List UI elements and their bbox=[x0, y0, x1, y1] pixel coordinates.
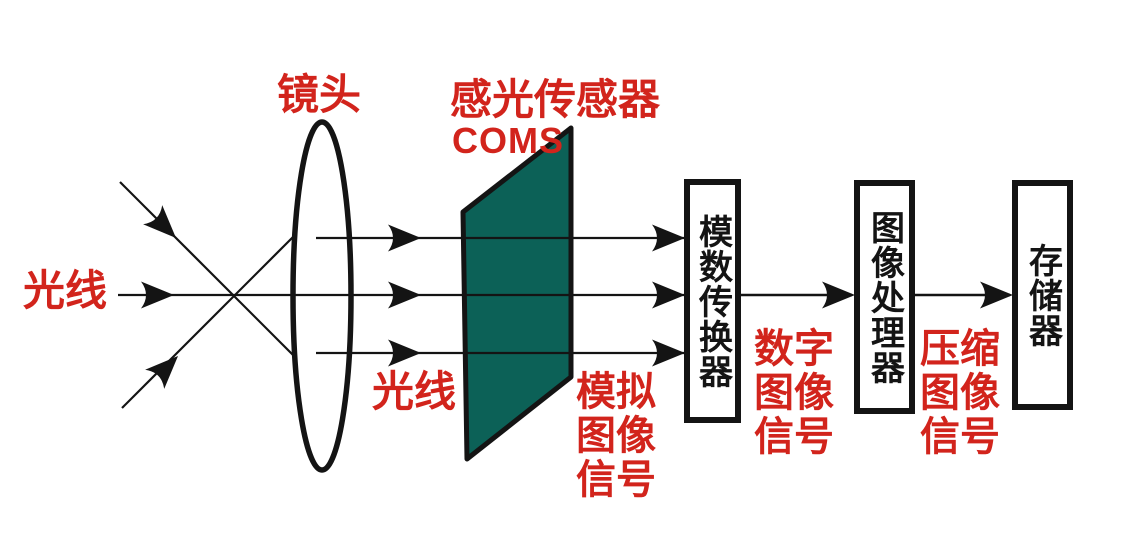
label-sensor-subtitle: COMS bbox=[452, 120, 564, 161]
memory-box-label: 存储器 bbox=[1023, 242, 1062, 348]
adc-box bbox=[684, 179, 741, 423]
label-analog-signal: 模拟 图像 信号 bbox=[576, 370, 656, 502]
memory-box bbox=[1012, 180, 1073, 410]
arrowhead-icon bbox=[145, 346, 188, 389]
light-ray-diagonal-up bbox=[121, 233, 297, 409]
processor-box-label: 图像处理器 bbox=[865, 209, 904, 385]
lens-shape bbox=[290, 119, 354, 473]
adc-box-label: 模数传换器 bbox=[693, 213, 732, 389]
cmos-sensor-shape bbox=[460, 125, 574, 462]
label-lens: 镜头 bbox=[277, 71, 362, 118]
label-light-in: 光线 bbox=[23, 267, 108, 314]
label-sensor-title: 感光传感器 bbox=[450, 76, 661, 123]
processor-box bbox=[854, 180, 915, 414]
light-ray-diagonal-down bbox=[119, 181, 297, 359]
label-light-after-lens: 光线 bbox=[372, 368, 457, 415]
label-compressed-signal: 压缩 图像 信号 bbox=[920, 327, 1000, 459]
label-digital-signal: 数字 图像 信号 bbox=[754, 327, 834, 459]
